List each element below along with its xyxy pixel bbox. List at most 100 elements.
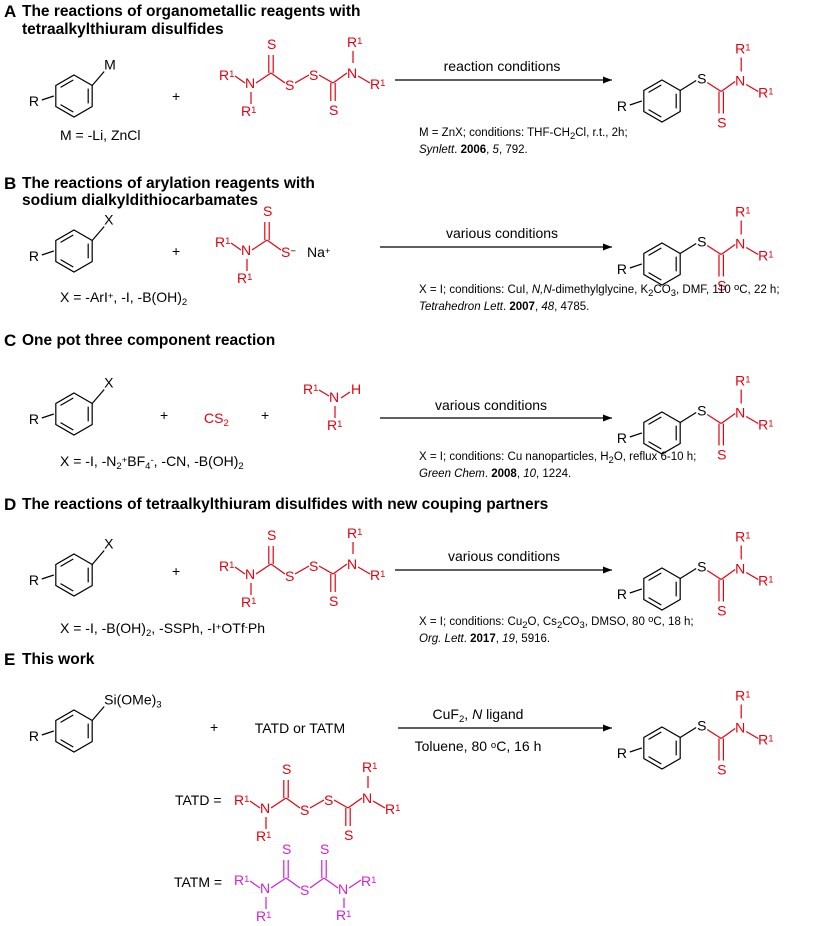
reference: Green Chem. 2008, 10, 1224. — [419, 468, 571, 480]
r-group-label: R — [617, 745, 627, 761]
benzene-ring — [643, 567, 681, 611]
n-label: N — [362, 790, 372, 806]
s-label: S — [300, 882, 309, 898]
ring-double-bond — [648, 109, 662, 118]
s-anion: S− — [281, 244, 296, 260]
r-bond — [41, 574, 55, 580]
bond — [234, 566, 246, 575]
r1-label: R1 — [758, 248, 773, 264]
n-label: N — [347, 65, 357, 81]
bond — [294, 74, 310, 84]
bond — [348, 879, 362, 889]
bond — [332, 72, 348, 84]
conditions: X = I; conditions: Cu nanoparticles, H2O… — [419, 451, 696, 466]
r1-label: R1 — [347, 525, 362, 541]
r1-label: R1 — [215, 234, 230, 250]
section-letter: D — [4, 495, 16, 514]
bond — [745, 730, 759, 740]
bond — [340, 391, 351, 399]
r1-label: R1 — [241, 594, 256, 610]
bond — [255, 72, 272, 84]
bond — [318, 74, 334, 84]
bond — [706, 569, 722, 581]
r-group-label: R — [617, 98, 627, 114]
s-label: S — [329, 102, 338, 118]
ring-double-bond — [648, 441, 662, 450]
thione-s: S — [717, 603, 726, 619]
ring-outline — [643, 726, 681, 770]
benzene-ring — [55, 392, 93, 436]
r-group-label: R — [617, 430, 627, 446]
thione-s: S — [717, 762, 726, 778]
substituent-label: Si(OMe)3 — [104, 692, 161, 711]
plus-sign: + — [261, 407, 269, 423]
bond — [255, 563, 272, 575]
bond — [294, 565, 310, 575]
r-bond — [629, 100, 643, 106]
arrow-label-bottom: Toluene, 80 oC, 16 h — [415, 738, 542, 754]
ring-outline — [55, 709, 93, 753]
r-bond — [629, 747, 643, 753]
benzene-ring — [643, 242, 681, 286]
s-bond — [679, 567, 697, 580]
conditions: M = ZnX; conditions: THF-CH2Cl, r.t., 2h… — [419, 127, 628, 142]
reference: Org. Lett. 2017, 19, 5916. — [419, 633, 550, 645]
bond — [745, 571, 759, 581]
conditions: X = I; conditions: CuI, N,N-dimethylglyc… — [419, 282, 780, 299]
bond — [720, 244, 736, 255]
r-bond — [629, 432, 643, 438]
section-title: This work — [22, 651, 95, 668]
r-group-label: R — [29, 411, 39, 427]
n-label: N — [260, 880, 270, 896]
amine-n: N — [735, 73, 745, 89]
reagent-note: X = -ArI+, -I, -B(OH)2 — [60, 289, 187, 308]
ring-double-bond — [60, 739, 74, 748]
r-group-label: R — [29, 572, 39, 588]
r1-label: R1 — [735, 373, 750, 389]
ring-double-bond — [60, 397, 74, 406]
s-label: S — [282, 841, 291, 857]
r1-label: R1 — [234, 792, 249, 808]
reaction-arrow — [398, 724, 612, 732]
bond — [270, 563, 286, 575]
r-group-label: R — [617, 586, 627, 602]
bond — [357, 75, 371, 84]
s-bond — [679, 79, 697, 92]
bond — [234, 75, 246, 84]
ring-outline — [643, 411, 681, 455]
amine-n: N — [735, 720, 745, 736]
ring-outline — [55, 392, 93, 436]
amine-n: N — [735, 561, 745, 577]
r1-label: R1 — [735, 529, 750, 545]
bond — [357, 566, 371, 575]
amine-n: N — [735, 236, 745, 252]
arrow-label: various conditions — [448, 548, 560, 564]
s-label: S — [263, 203, 272, 219]
ring-double-bond — [60, 422, 74, 431]
arrow-head — [603, 566, 612, 574]
r1-label: R1 — [256, 828, 271, 844]
r-bond — [41, 250, 55, 256]
bond — [249, 800, 261, 809]
section-title: One pot three component reaction — [22, 332, 275, 349]
reagent-note: X = -I, -B(OH)2, -SSPh, -I+OTf-Ph — [60, 620, 265, 639]
s-label: S — [285, 568, 294, 584]
bond — [285, 797, 301, 809]
plus-sign: + — [172, 243, 180, 259]
r1-label: R1 — [758, 732, 773, 748]
bond — [251, 239, 268, 251]
ring-double-bond — [648, 756, 662, 765]
n-label: N — [338, 881, 348, 897]
tatd-definition: TATD = — [175, 792, 222, 808]
ring-double-bond — [648, 572, 662, 581]
s-label: S — [324, 792, 333, 808]
benzene-ring — [55, 229, 93, 273]
